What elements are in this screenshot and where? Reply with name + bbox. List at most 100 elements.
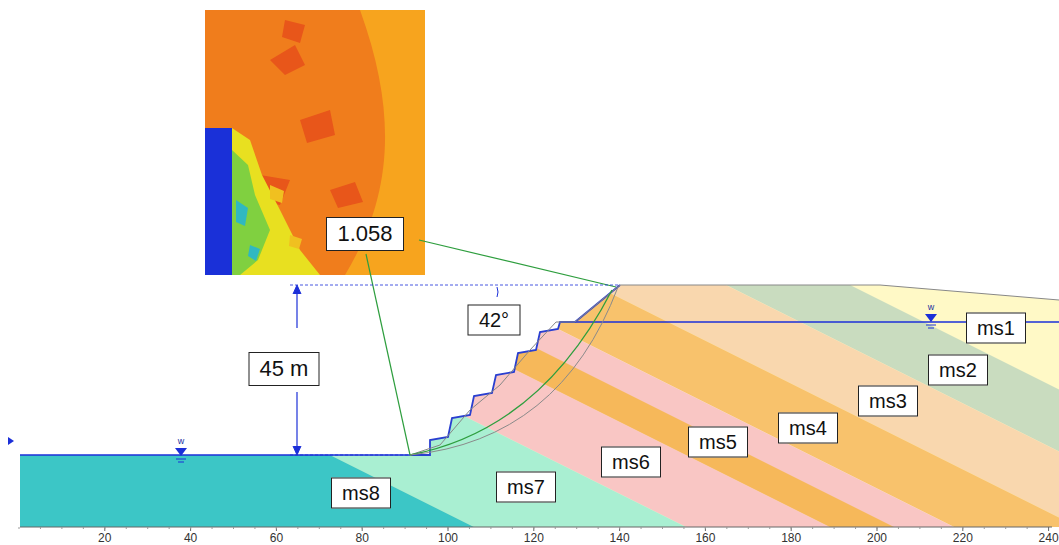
axis-tick-label: 200 <box>867 531 887 545</box>
minor-tick <box>898 527 899 529</box>
minor-tick <box>726 527 727 529</box>
tick <box>1048 527 1049 531</box>
material-label: ms7 <box>496 472 556 503</box>
axis-tick-label: 100 <box>438 531 458 545</box>
minor-tick <box>662 527 663 529</box>
minor-tick <box>1027 527 1028 529</box>
x-axis <box>19 527 1052 531</box>
minor-tick <box>834 527 835 529</box>
minor-tick <box>533 527 534 529</box>
minor-tick <box>276 527 277 529</box>
tick <box>877 527 878 531</box>
radius-line <box>366 254 410 455</box>
minor-tick <box>855 527 856 529</box>
material-label: ms5 <box>688 427 748 458</box>
material-label: ms6 <box>601 447 661 478</box>
minor-tick <box>919 527 920 529</box>
tick <box>276 527 277 531</box>
minor-tick <box>319 527 320 529</box>
tick <box>533 527 534 531</box>
minor-tick <box>791 527 792 529</box>
minor-tick <box>1005 527 1006 529</box>
minor-tick <box>555 527 556 529</box>
minor-tick <box>469 527 470 529</box>
minor-tick <box>340 527 341 529</box>
minor-tick <box>941 527 942 529</box>
minor-tick <box>190 527 191 529</box>
axis-tick-label: 180 <box>781 531 801 545</box>
rock-band <box>0 290 1059 545</box>
dimension-label: 42° <box>468 305 521 336</box>
minor-tick <box>748 527 749 529</box>
material-label: ms1 <box>966 313 1026 344</box>
box-text: 45 m <box>260 356 309 381</box>
tick <box>619 527 620 531</box>
minor-tick <box>426 527 427 529</box>
minor-tick <box>448 527 449 529</box>
box-text: ms3 <box>869 390 907 412</box>
box-text: ms4 <box>789 417 827 439</box>
minor-tick <box>598 527 599 529</box>
rock-band <box>0 80 1059 545</box>
minor-tick <box>877 527 878 529</box>
axis-tick-label: 220 <box>953 531 973 545</box>
tick <box>705 527 706 531</box>
minor-tick <box>769 527 770 529</box>
material-label: ms4 <box>778 413 838 444</box>
box-text: 42° <box>479 309 509 331</box>
box-text: ms2 <box>939 359 977 381</box>
material-label: ms8 <box>331 478 391 509</box>
minor-tick <box>147 527 148 529</box>
radius-line <box>419 240 616 287</box>
minor-tick <box>104 527 105 529</box>
water-table <box>8 322 1059 455</box>
minor-tick <box>383 527 384 529</box>
water-mark: w <box>928 302 935 312</box>
minor-tick <box>962 527 963 529</box>
minor-tick <box>126 527 127 529</box>
contour-inset <box>205 10 425 275</box>
minor-tick <box>812 527 813 529</box>
axis-tick-label: 60 <box>270 531 283 545</box>
minor-tick <box>61 527 62 529</box>
axis-tick-label: 160 <box>695 531 715 545</box>
minor-tick <box>705 527 706 529</box>
minor-tick <box>233 527 234 529</box>
minor-tick <box>619 527 620 529</box>
minor-tick <box>576 527 577 529</box>
tick <box>190 527 191 531</box>
slip-surface-alt <box>410 287 618 455</box>
box-text: ms8 <box>342 482 380 504</box>
axis-tick-label: 240 <box>1039 531 1059 545</box>
minor-tick <box>512 527 513 529</box>
minor-tick <box>683 527 684 529</box>
tick <box>362 527 363 531</box>
axis-tick-label: 20 <box>98 531 111 545</box>
box-text: ms5 <box>699 431 737 453</box>
minor-tick <box>212 527 213 529</box>
dimension-label: 45 m <box>249 352 320 386</box>
axis-tick-label: 80 <box>356 531 369 545</box>
minor-tick <box>490 527 491 529</box>
tick <box>104 527 105 531</box>
material-label: ms2 <box>928 355 988 386</box>
minor-tick <box>40 527 41 529</box>
box-text: ms1 <box>977 317 1015 339</box>
tick <box>962 527 963 531</box>
box-text: ms6 <box>612 451 650 473</box>
minor-tick <box>83 527 84 529</box>
tick <box>791 527 792 531</box>
material-label: ms3 <box>858 386 918 417</box>
minor-tick <box>169 527 170 529</box>
minor-tick <box>641 527 642 529</box>
box-text: ms7 <box>507 476 545 498</box>
minor-tick <box>362 527 363 529</box>
tick <box>448 527 449 531</box>
slip-surface <box>410 290 612 455</box>
minor-tick <box>405 527 406 529</box>
safety-factor-box: 1.058 <box>326 217 404 251</box>
box-text: 1.058 <box>337 221 392 246</box>
